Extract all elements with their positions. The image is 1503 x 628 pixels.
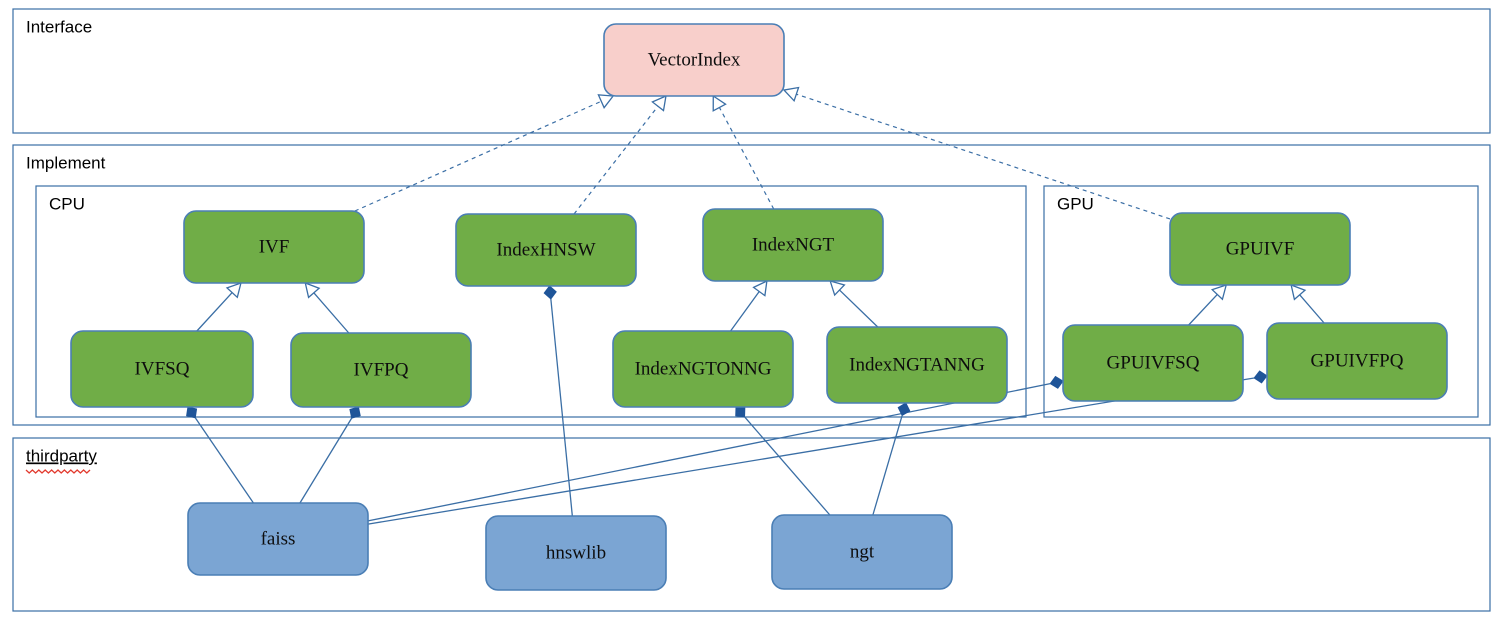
- node-ngt[interactable]: ngt: [771, 514, 953, 590]
- edge-path: [1299, 294, 1325, 324]
- node-label-gpuivfpq: GPUIVFPQ: [1311, 350, 1404, 371]
- node-box-ivf[interactable]: [183, 210, 365, 284]
- edge-path: [872, 415, 903, 516]
- edge-ivfsq-to-ivf: [196, 281, 242, 332]
- generalization-arrowhead: [225, 281, 242, 299]
- node-label-vectorindex: VectorIndex: [648, 49, 741, 70]
- edge-path: [367, 383, 1051, 522]
- edge-indexngt-to-vectorindex: [712, 94, 775, 210]
- edge-ngt-to-indexngtanng: [872, 402, 911, 516]
- edge-indexhnsw-to-vectorindex: [573, 94, 667, 215]
- node-gpuivfsq[interactable]: GPUIVFSQ: [1062, 324, 1244, 402]
- node-box-ivfsq[interactable]: [70, 330, 254, 408]
- node-faiss[interactable]: faiss: [187, 502, 369, 576]
- node-label-indexngtonng: IndexNGTONNG: [635, 358, 772, 379]
- edge-path: [194, 417, 254, 504]
- node-label-ngt: ngt: [850, 541, 875, 562]
- edge-path: [313, 292, 350, 334]
- node-box-vectorindex[interactable]: [603, 23, 785, 97]
- node-label-indexhnsw: IndexHNSW: [496, 239, 595, 260]
- edge-path: [1188, 294, 1218, 326]
- node-label-indexngt: IndexNGT: [752, 234, 835, 255]
- node-ivf[interactable]: IVF: [183, 210, 365, 284]
- node-label-ivfpq: IVFPQ: [354, 359, 409, 380]
- edge-path: [354, 100, 602, 212]
- node-vectorindex[interactable]: VectorIndex: [603, 23, 785, 97]
- node-box-gpuivf[interactable]: [1169, 212, 1351, 286]
- node-box-indexngtonng[interactable]: [612, 330, 794, 408]
- node-label-indexngtanng: IndexNGTANNG: [849, 354, 985, 375]
- node-label-gpuivfsq: GPUIVFSQ: [1107, 352, 1200, 373]
- edge-hnswlib-to-indexhnsw: [543, 285, 573, 517]
- node-box-indexngtanng[interactable]: [826, 326, 1008, 404]
- edge-faiss-to-gpuivfsq: [367, 375, 1064, 522]
- edge-path: [718, 107, 775, 210]
- container-label-thirdparty: thirdparty: [26, 446, 97, 465]
- node-label-faiss: faiss: [261, 528, 296, 549]
- container-label-gpu: GPU: [1057, 194, 1094, 213]
- node-ivfsq[interactable]: IVFSQ: [70, 330, 254, 408]
- composition-diamond: [349, 406, 361, 419]
- node-box-ngt[interactable]: [771, 514, 953, 590]
- node-box-faiss[interactable]: [187, 502, 369, 576]
- edge-path: [550, 298, 573, 517]
- node-box-indexhnsw[interactable]: [455, 213, 637, 287]
- edge-ivfpq-to-ivf: [304, 281, 350, 334]
- realization-arrowhead: [597, 94, 615, 109]
- container-label-implement: Implement: [26, 153, 106, 172]
- node-label-gpuivf: GPUIVF: [1226, 238, 1295, 259]
- edge-path: [796, 93, 1171, 220]
- node-label-ivf: IVF: [259, 236, 290, 257]
- node-indexngtonng[interactable]: IndexNGTONNG: [612, 330, 794, 408]
- edge-ngt-to-indexngtonng: [735, 406, 831, 516]
- node-box-gpuivfsq[interactable]: [1062, 324, 1244, 402]
- container-label-interface: Interface: [26, 17, 92, 36]
- node-indexngt[interactable]: IndexNGT: [702, 208, 884, 282]
- container-label-cpu: CPU: [49, 194, 85, 213]
- edge-gpuivf-to-vectorindex: [782, 86, 1171, 220]
- edge-layer: [186, 86, 1325, 525]
- edge-ivf-to-vectorindex: [354, 94, 615, 212]
- edge-indexngtanng-to-indexngt: [829, 280, 879, 328]
- node-label-hnswlib: hnswlib: [546, 542, 606, 563]
- node-hnswlib[interactable]: hnswlib: [485, 515, 667, 591]
- edge-path: [730, 291, 760, 332]
- composition-diamond: [186, 406, 198, 419]
- node-indexhnsw[interactable]: IndexHNSW: [455, 213, 637, 287]
- edge-faiss-to-gpuivfpq: [367, 370, 1268, 525]
- edge-path: [299, 417, 353, 504]
- spellcheck-squiggle: [25, 469, 91, 474]
- edge-path: [839, 289, 879, 328]
- node-box-indexngt[interactable]: [702, 208, 884, 282]
- node-box-ivfpq[interactable]: [290, 332, 472, 408]
- node-label-ivfsq: IVFSQ: [135, 358, 190, 379]
- edge-path: [744, 416, 831, 516]
- edge-gpuivfpq-to-gpuivf: [1290, 283, 1325, 324]
- node-box-hnswlib[interactable]: [485, 515, 667, 591]
- edge-gpuivfsq-to-gpuivf: [1188, 284, 1228, 326]
- composition-diamond: [735, 406, 746, 418]
- edge-faiss-to-ivfpq: [299, 406, 361, 504]
- edge-path: [367, 377, 1255, 525]
- edge-path: [196, 292, 233, 332]
- node-indexngtanng[interactable]: IndexNGTANNG: [826, 326, 1008, 404]
- node-box-gpuivfpq[interactable]: [1266, 322, 1448, 400]
- edge-faiss-to-ivfsq: [186, 406, 254, 504]
- node-gpuivfpq[interactable]: GPUIVFPQ: [1266, 322, 1448, 400]
- node-gpuivf[interactable]: GPUIVF: [1169, 212, 1351, 286]
- edge-indexngtonng-to-indexngt: [730, 279, 768, 332]
- edge-path: [573, 105, 659, 215]
- node-ivfpq[interactable]: IVFPQ: [290, 332, 472, 408]
